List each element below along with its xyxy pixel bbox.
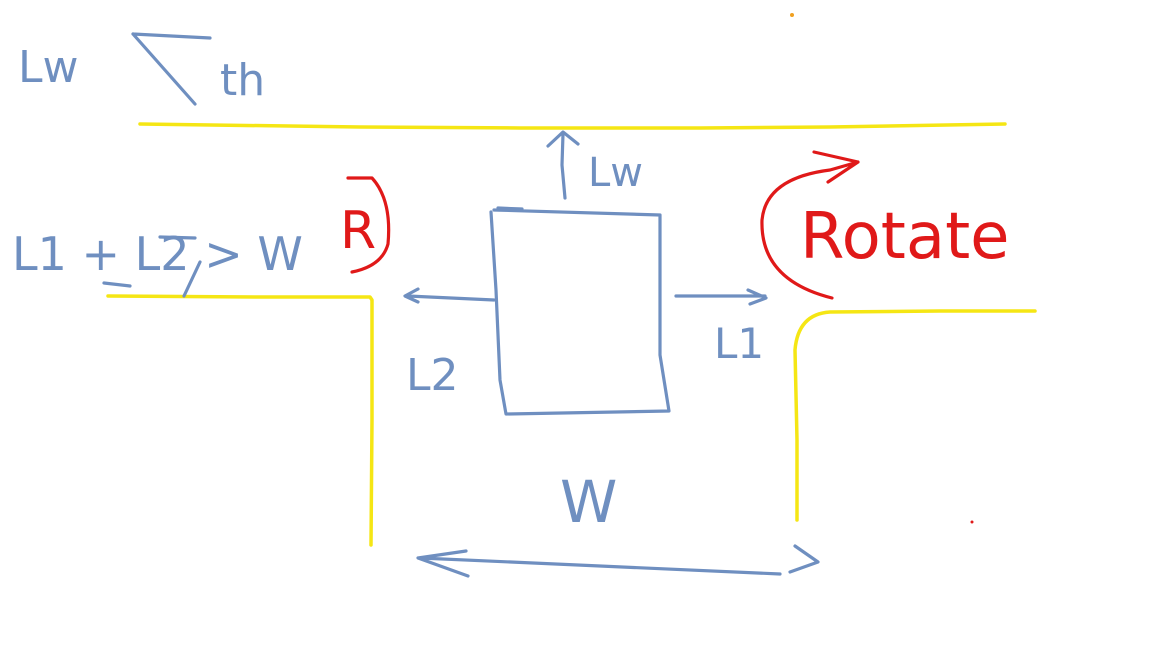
right-arrow-label: L1: [714, 319, 764, 368]
marker-bracket: [346, 176, 391, 274]
top-condition-left: Lw: [18, 42, 79, 93]
corridor-walls: [106, 122, 1037, 547]
condition-strokes: [102, 235, 202, 298]
width-label: W: [560, 468, 617, 536]
right-wall: [793, 309, 1037, 522]
width-arrow: [416, 544, 820, 578]
speck: [790, 13, 794, 17]
action-label: Rotate: [800, 200, 1010, 274]
left-arrow: [403, 287, 496, 304]
object-box: [489, 206, 671, 416]
up-arrow: [546, 130, 580, 200]
speck-red: [970, 520, 974, 524]
left-condition: L1 + L2 > W: [12, 227, 303, 281]
right-arrow: [674, 288, 768, 306]
top-wall: [138, 122, 1007, 130]
top-condition-right: th: [220, 55, 265, 106]
greater-sign: [131, 32, 212, 106]
left-arrow-label: L2: [406, 350, 459, 401]
up-arrow-label: Lw: [588, 150, 643, 196]
left-marker: R: [340, 201, 376, 261]
left-wall: [106, 294, 374, 547]
rotate-arrow: [760, 150, 860, 300]
